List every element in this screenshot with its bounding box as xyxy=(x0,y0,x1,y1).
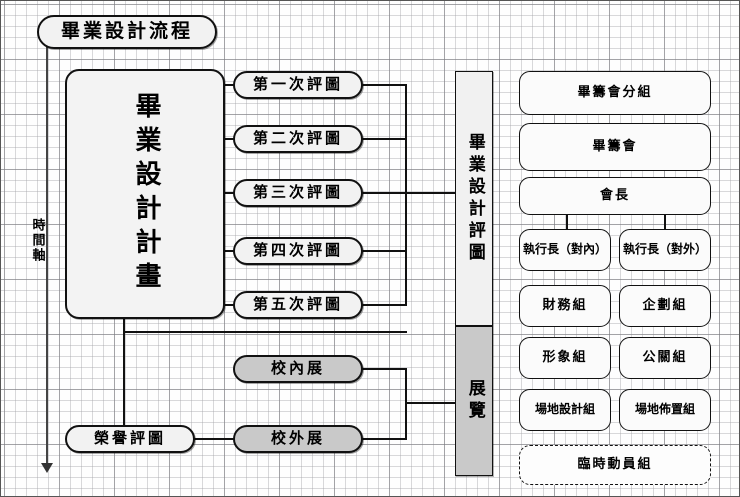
connector-bus-review-bar xyxy=(405,192,457,194)
org-team-image-box[interactable]: 形象組 xyxy=(519,337,611,379)
org-committee-group-box[interactable]: 畢籌會分組 xyxy=(519,71,711,115)
review-label-1: 第一次評圖 xyxy=(252,75,343,94)
org-team-venue-design-box[interactable]: 場地設計組 xyxy=(519,389,611,431)
connector-chairman-exec-external xyxy=(664,215,666,229)
org-team-image-label: 形象組 xyxy=(542,349,588,365)
org-team-finance-label: 財務組 xyxy=(542,297,588,313)
connector-main-review-4 xyxy=(225,250,235,252)
stage-bar-exhibition-label: 展覽 xyxy=(464,379,485,423)
connector-bus-exhibition-bar xyxy=(405,402,457,404)
connector-external-bus xyxy=(361,438,407,440)
org-committee-label: 畢籌會 xyxy=(592,138,638,154)
org-temporary-team-box[interactable]: 臨時動員組 xyxy=(519,445,711,485)
org-team-venue-design-label: 場地設計組 xyxy=(534,402,595,417)
org-team-planning-box[interactable]: 企劃組 xyxy=(619,285,711,327)
org-executive-internal-label: 執行長（對內） xyxy=(522,242,607,257)
connector-review-5-bus xyxy=(361,304,407,306)
review-pill-5[interactable]: 第五次評圖 xyxy=(233,291,363,319)
exhibition-pill-internal[interactable]: 校內展 xyxy=(233,355,363,383)
org-team-venue-setup-box[interactable]: 場地佈置組 xyxy=(619,389,711,431)
honor-review-label: 榮譽評圖 xyxy=(93,429,166,448)
connector-internal-bus xyxy=(361,368,407,370)
org-executive-external-box[interactable]: 執行長（對外） xyxy=(619,229,711,271)
org-executive-internal-box[interactable]: 執行長（對內） xyxy=(519,229,611,271)
org-team-pr-box[interactable]: 公關組 xyxy=(619,337,711,379)
stage-bar-review-label: 畢業設計評圖 xyxy=(464,132,485,265)
org-committee-group-label: 畢籌會分組 xyxy=(577,84,653,100)
time-axis-label: 時間軸 xyxy=(27,209,45,271)
org-team-pr-label: 公關組 xyxy=(642,349,688,365)
review-bus-line xyxy=(405,84,407,306)
review-label-3: 第三次評圖 xyxy=(252,183,343,202)
connector-main-down xyxy=(123,319,125,333)
connector-main-review-1 xyxy=(225,84,235,86)
connector-exhibition-top-bus xyxy=(123,331,407,333)
diagram-title: 畢業設計流程 xyxy=(37,15,217,49)
connector-down-to-honor xyxy=(123,331,125,439)
time-axis-label-text: 時間軸 xyxy=(29,217,45,263)
exhibition-label-internal: 校內展 xyxy=(270,359,325,378)
honor-review-pill[interactable]: 榮譽評圖 xyxy=(65,425,195,453)
org-team-finance-box[interactable]: 財務組 xyxy=(519,285,611,327)
review-pill-2[interactable]: 第二次評圖 xyxy=(233,125,363,153)
connector-review-1-bus xyxy=(361,84,407,86)
connector-chairman-exec-internal xyxy=(566,215,568,229)
review-pill-4[interactable]: 第四次評圖 xyxy=(233,237,363,265)
review-pill-3[interactable]: 第三次評圖 xyxy=(233,179,363,207)
connector-main-review-2 xyxy=(225,138,235,140)
main-plan-label: 畢業設計計畫 xyxy=(130,92,161,296)
org-chairman-label: 會長 xyxy=(599,187,630,203)
review-pill-1[interactable]: 第一次評圖 xyxy=(233,71,363,99)
review-label-2: 第二次評圖 xyxy=(252,129,343,148)
org-temporary-team-label: 臨時動員組 xyxy=(577,456,653,472)
connector-review-3-bus xyxy=(361,192,407,194)
time-axis-line xyxy=(46,47,48,467)
org-executive-external-label: 執行長（對外） xyxy=(622,242,707,257)
org-chairman-box[interactable]: 會長 xyxy=(519,177,711,215)
connector-review-4-bus xyxy=(361,250,407,252)
exhibition-label-external: 校外展 xyxy=(270,429,325,448)
exhibition-pill-external[interactable]: 校外展 xyxy=(233,425,363,453)
connector-main-review-5 xyxy=(225,304,235,306)
org-team-planning-label: 企劃組 xyxy=(642,297,688,313)
org-team-venue-setup-label: 場地佈置組 xyxy=(634,402,695,417)
exhibition-bus-line xyxy=(405,368,407,440)
diagram-title-label: 畢業設計流程 xyxy=(60,20,193,43)
stage-bar-review[interactable]: 畢業設計評圖 xyxy=(455,71,493,326)
org-committee-box[interactable]: 畢籌會 xyxy=(519,123,711,171)
review-label-5: 第五次評圖 xyxy=(252,295,343,314)
connector-main-review-3 xyxy=(225,192,235,194)
connector-review-2-bus xyxy=(361,138,407,140)
main-plan-box[interactable]: 畢業設計計畫 xyxy=(65,69,225,319)
time-axis-arrow-icon xyxy=(41,463,53,473)
review-label-4: 第四次評圖 xyxy=(252,241,343,260)
connector-honor-to-external xyxy=(191,438,237,440)
stage-bar-exhibition[interactable]: 展覽 xyxy=(455,326,493,476)
